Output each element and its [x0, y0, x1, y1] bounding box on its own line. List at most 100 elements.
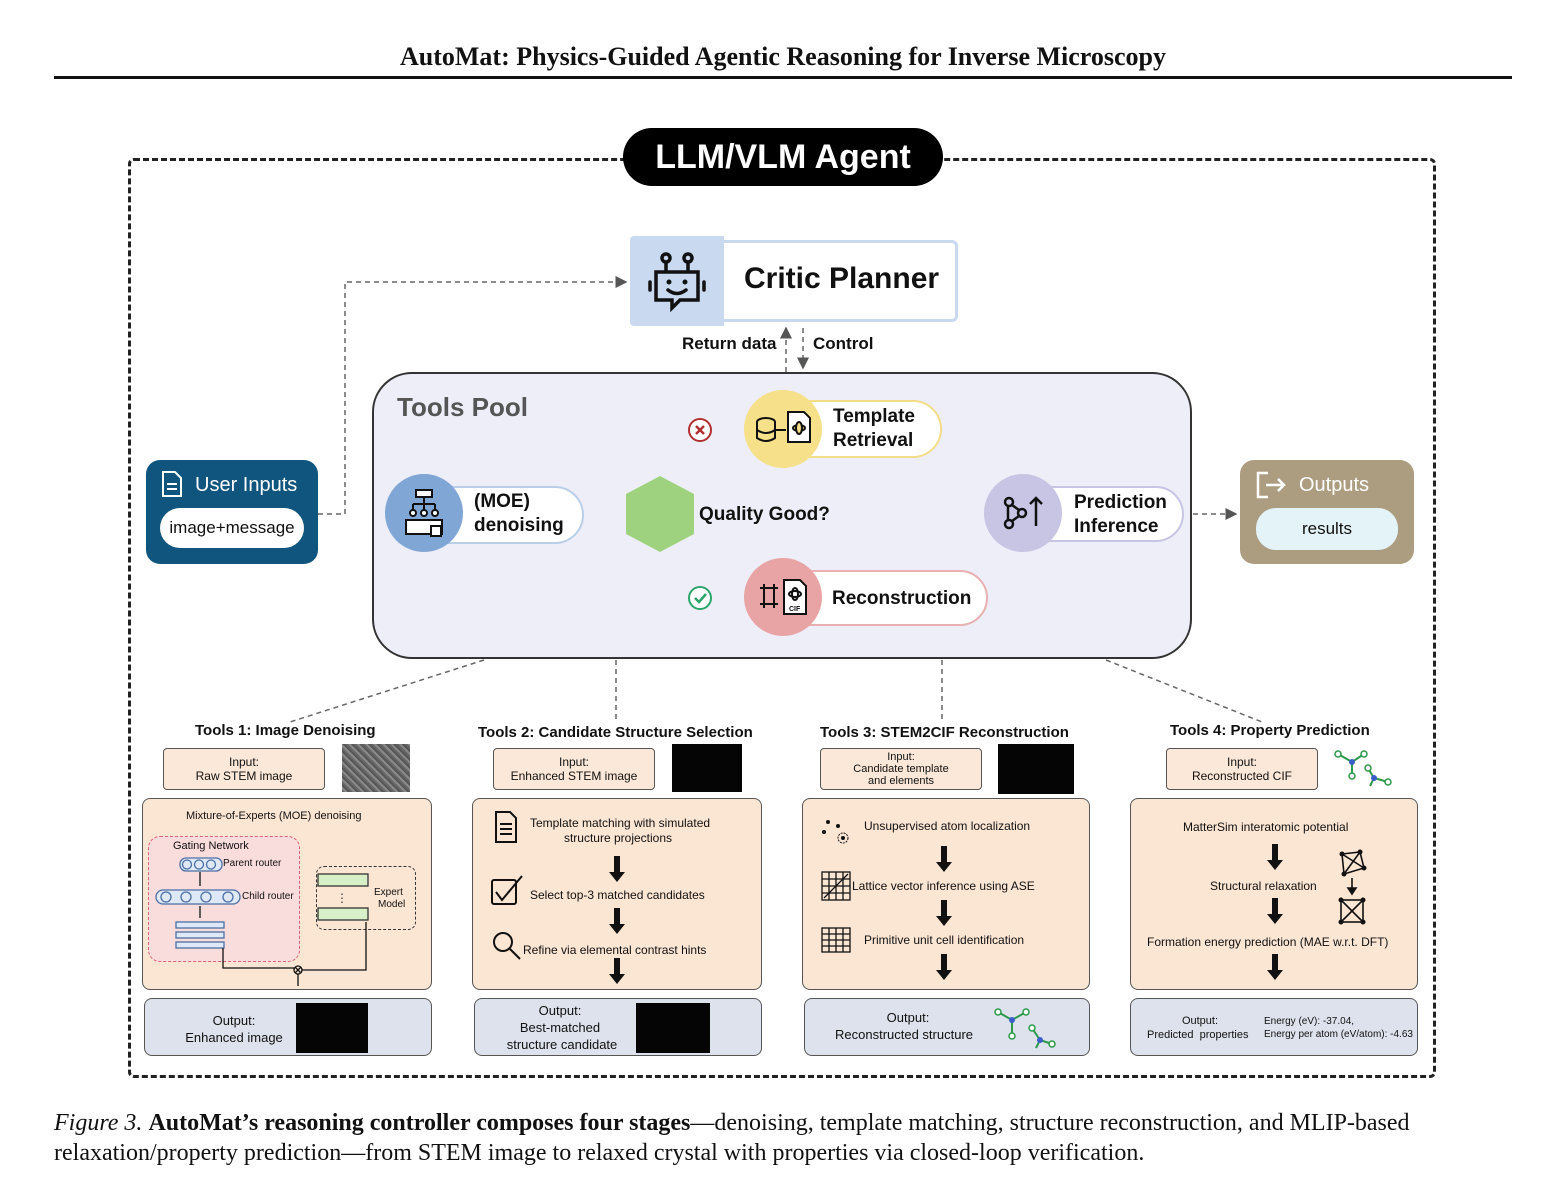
- tool1-panel-title: Mixture-of-Experts (MOE) denoising: [186, 810, 362, 822]
- tool1-title: Tools 1: Image Denoising: [195, 722, 376, 739]
- title-rule: [54, 76, 1512, 79]
- running-title: AutoMat: Physics-Guided Agentic Reasonin…: [400, 42, 1166, 71]
- decision-label: Quality Good?: [699, 504, 830, 525]
- tool4-input-label: Input:: [1226, 755, 1258, 769]
- critic-text-box: [720, 240, 958, 322]
- user-inputs-value: image+message: [160, 508, 304, 548]
- tool3-output-label: Output:: [886, 1010, 930, 1025]
- tool4-output-value: Predicted properties: [1147, 1029, 1249, 1041]
- decision-hexagon: [626, 476, 694, 552]
- return-data-label: Return data: [682, 334, 777, 353]
- tool3-output: [804, 998, 1090, 1056]
- prediction-icon-circle: [984, 474, 1062, 552]
- tool2-arrows: [609, 856, 625, 984]
- tool2-output-label: Output:: [538, 1003, 582, 1018]
- tool1-input-label: Input:: [228, 755, 260, 769]
- tool3-input-value-1: Candidate template: [853, 763, 949, 775]
- prediction-label-1: Prediction: [1074, 492, 1167, 513]
- database-document-icon: [756, 411, 811, 443]
- robot-icon: [648, 252, 706, 313]
- gating-network-label: Gating Network: [173, 840, 249, 852]
- tool2-output-value-1: Best-matched: [519, 1020, 601, 1035]
- figure-caption: Figure 3. AutoMat’s reasoning controller…: [54, 1108, 1524, 1168]
- moe-architecture-diagram: ⋮: [155, 857, 369, 986]
- tool2-title: Tools 2: Candidate Structure Selection: [478, 724, 753, 741]
- critic-icon-box: [630, 236, 724, 326]
- expert-model-label-1: Expert: [374, 887, 403, 898]
- tool4-step3: Formation energy prediction (MAE w.r.t. …: [1147, 935, 1389, 949]
- tools-pool-label: Tools Pool: [397, 392, 528, 422]
- child-router-label: Child router: [242, 891, 294, 902]
- moe-icon-circle: [385, 474, 463, 552]
- caption-rest: —denoising, template matching, structure…: [54, 1110, 1410, 1166]
- caption-label: Figure 3.: [54, 1110, 143, 1136]
- caption-bold: AutoMat’s reasoning controller composes …: [148, 1110, 691, 1136]
- tool2-step1-line1: Template matching with simulated: [529, 816, 711, 830]
- lattice-cif-icon: CIF: [760, 579, 807, 615]
- tool2-step-icons: [491, 811, 523, 960]
- relaxation-crystal-icon: [1338, 849, 1367, 925]
- tool2-output-value-2: structure candidate: [506, 1037, 618, 1052]
- outputs-title: Outputs: [1299, 474, 1370, 496]
- tool3-input: Input: Candidate template and elements: [820, 748, 982, 790]
- tool4-title: Tools 4: Property Prediction: [1170, 722, 1370, 739]
- tool1-output: [144, 998, 432, 1056]
- template-icon-circle: [744, 390, 822, 468]
- network-icon: [405, 489, 443, 537]
- check-icon: [688, 586, 712, 610]
- tool1-input-value: Raw STEM image: [195, 769, 293, 783]
- user-inputs-title: User Inputs: [195, 474, 298, 496]
- raw-stem-image: [342, 744, 410, 792]
- agent-label: LLM/VLM Agent: [623, 128, 943, 186]
- prediction-label-2: Inference: [1074, 516, 1159, 537]
- enhanced-stem-image: [672, 744, 742, 792]
- critic-planner: Critic Planner: [630, 236, 960, 326]
- graph-arrow-icon: [1003, 496, 1043, 530]
- tool2-step1-line2: structure projections: [563, 831, 673, 845]
- tool2-input: Input: Enhanced STEM image: [493, 748, 655, 790]
- tool2-step3: Refine via elemental contrast hints: [523, 943, 707, 957]
- tool3-step2: Lattice vector inference using ASE: [852, 879, 1035, 893]
- tool4-input: Input: Reconstructed CIF: [1166, 748, 1318, 790]
- reconstruction-label: Reconstruction: [832, 588, 972, 609]
- critic-label: Critic Planner: [744, 262, 940, 295]
- tool3-input-label: Input:: [887, 751, 915, 763]
- tool3-arrows: [936, 846, 952, 980]
- expert-model-label-2: Model: [378, 899, 406, 910]
- tool4-step1: MatterSim interatomic potential: [1183, 820, 1349, 834]
- control-label: Control: [813, 334, 874, 353]
- outputs-value: results: [1256, 508, 1398, 550]
- document-icon: [162, 471, 182, 497]
- fail-icon: [688, 418, 712, 442]
- exit-icon: [1256, 471, 1286, 499]
- tool2-input-label: Input:: [558, 755, 590, 769]
- reconstructed-structure-icon: [994, 1008, 1056, 1049]
- tool3-step1: Unsupervised atom localization: [864, 819, 1031, 833]
- enhanced-image: [296, 1003, 368, 1053]
- tool4-output-label: Output:: [1181, 1015, 1219, 1027]
- tool3-step-icons: [821, 820, 851, 953]
- tool1-output-value: Enhanced image: [185, 1030, 283, 1045]
- tool2-input-value: Enhanced STEM image: [510, 769, 638, 783]
- best-matched-image: [636, 1003, 710, 1053]
- energy-per-atom-value: Energy per atom (eV/atom): -4.63: [1264, 1029, 1413, 1040]
- tool4-input-value: Reconstructed CIF: [1191, 769, 1293, 783]
- energy-value: Energy (eV): -37.04,: [1264, 1016, 1355, 1027]
- tool2-step2: Select top-3 matched candidates: [530, 888, 705, 902]
- tool4-arrows: [1267, 844, 1283, 980]
- reconstructed-cif-icon: [1334, 750, 1392, 787]
- tool3-input-value-2: and elements: [867, 775, 935, 787]
- moe-label-2: denoising: [474, 515, 564, 536]
- tool4-output: [1130, 998, 1418, 1056]
- template-label-1: Template: [833, 406, 916, 427]
- svg-text:CIF: CIF: [789, 606, 801, 613]
- tool1-output-label: Output:: [212, 1013, 256, 1028]
- parent-router-label: Parent router: [223, 858, 282, 869]
- template-label-2: Retrieval: [833, 430, 914, 451]
- tool3-step3: Primitive unit cell identification: [864, 933, 1025, 947]
- moe-label-1: (MOE): [474, 491, 530, 512]
- svg-text:⋮: ⋮: [336, 891, 348, 905]
- candidate-template-image: [998, 744, 1074, 794]
- tool3-output-value: Reconstructed structure: [835, 1027, 974, 1042]
- tool2-output: [474, 998, 762, 1056]
